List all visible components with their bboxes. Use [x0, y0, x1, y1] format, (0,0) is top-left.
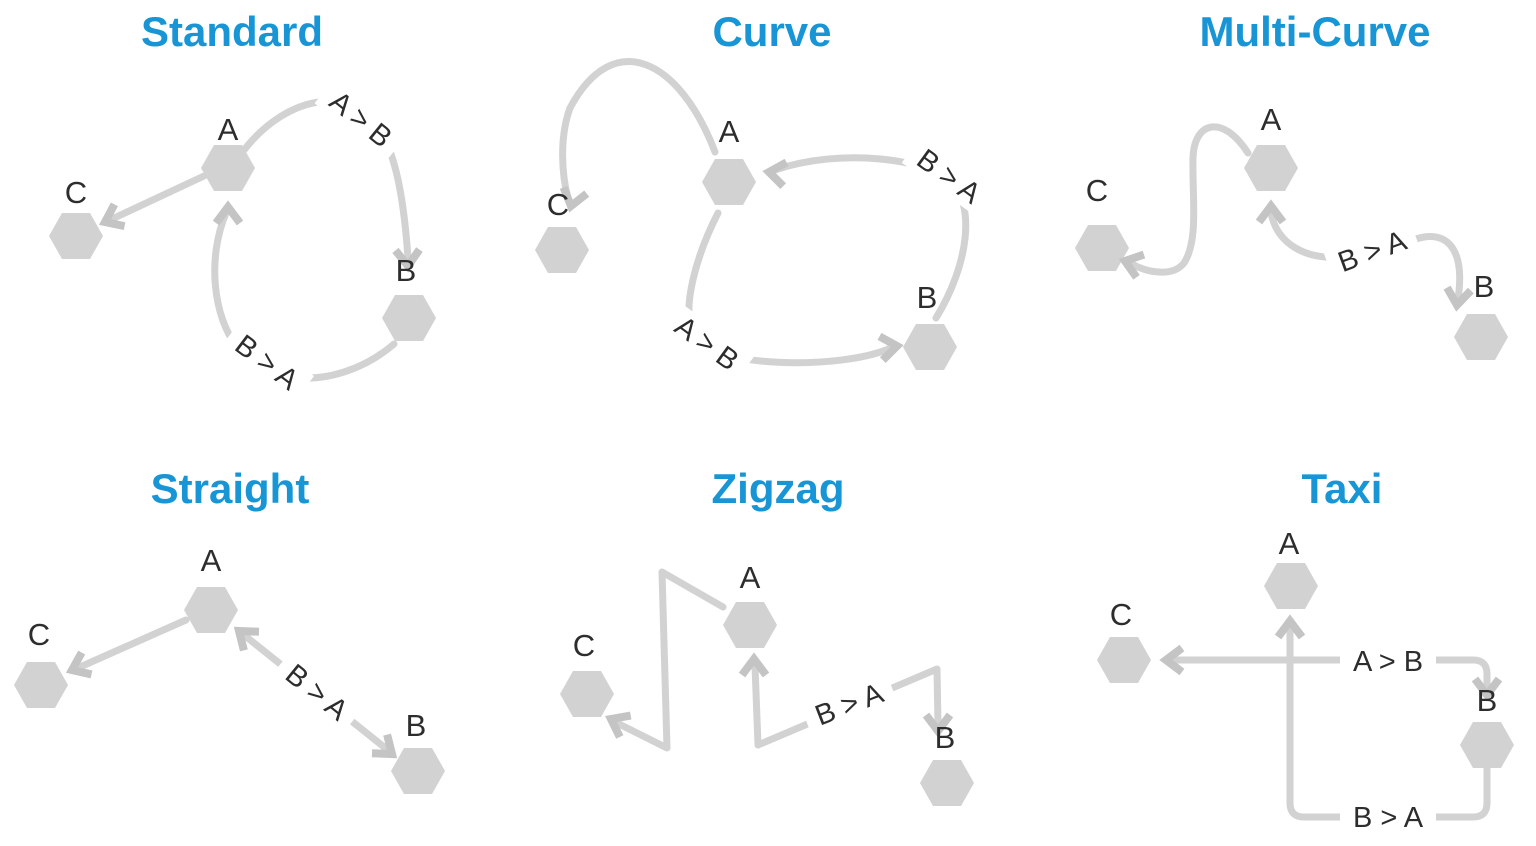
panel-taxi: A > B B > A A C B Taxi	[1024, 423, 1536, 846]
panel-title: Straight	[151, 465, 310, 512]
node-a-label: A	[1279, 526, 1300, 561]
node-a-hexagon	[1264, 563, 1318, 609]
edge-label-background	[659, 302, 755, 384]
node-a-label: A	[201, 543, 222, 578]
edge-label-background	[1340, 800, 1436, 832]
edge-label-background	[314, 76, 408, 162]
arrowhead-into-b	[1471, 676, 1503, 702]
edge-label-background	[901, 135, 997, 217]
arrowhead-into-c	[1118, 250, 1146, 280]
edge-label-b-to-a: B > A	[799, 671, 899, 737]
arrowhead-into-b	[877, 332, 904, 363]
arrowhead-into-b	[371, 733, 398, 759]
arrowhead-into-c	[1159, 644, 1185, 676]
panel-title: Multi-Curve	[1200, 8, 1431, 55]
panel-straight: B > A A C B Straight	[0, 423, 512, 846]
standard-graph: A > B B > A A C B Standard	[49, 8, 436, 404]
panel-curve: B > A A > B A C B Curve	[512, 0, 1024, 423]
edge-label-b-to-a: B > A	[270, 649, 364, 735]
panel-title: Standard	[141, 8, 323, 55]
node-b-hexagon	[903, 324, 957, 370]
node-b-hexagon	[1460, 722, 1514, 768]
node-b-label: B	[1477, 683, 1498, 718]
edge-label-a-to-b: A > B	[1340, 644, 1436, 678]
node-b-label: B	[1474, 269, 1495, 304]
node-c-hexagon	[14, 662, 68, 708]
edge-label-a-to-b: A > B	[314, 76, 408, 162]
node-c-hexagon	[49, 213, 103, 259]
edge-label-a-to-b: A > B	[659, 302, 755, 384]
edge-a-to-b	[1286, 656, 1491, 693]
arrowhead-into-c	[65, 650, 93, 679]
edge-label-a-to-b-text: A > B	[1353, 646, 1423, 678]
edge-label-b-to-a: B > A	[1340, 800, 1436, 834]
node-c-hexagon	[535, 227, 589, 273]
node-a-hexagon	[184, 587, 238, 633]
node-b-hexagon	[391, 748, 445, 794]
node-c-hexagon	[1097, 637, 1151, 683]
arrowhead-into-c	[559, 185, 590, 213]
edge-label-b-to-a-text: B > A	[1353, 802, 1424, 834]
taxi-graph: A > B B > A A C B Taxi	[1097, 465, 1514, 834]
node-a-label: A	[1261, 102, 1282, 137]
multi-curve-graph: B > A A C B Multi-Curve	[1075, 8, 1508, 360]
panel-zigzag: B > A A C B Zigzag	[512, 423, 1024, 846]
arrowhead-into-b	[922, 712, 954, 738]
arrowhead-into-a	[1274, 614, 1306, 640]
node-a-hexagon	[1244, 145, 1298, 191]
node-a-label: A	[719, 114, 740, 149]
arrowhead-into-a	[762, 158, 789, 189]
arrowhead-into-b	[1443, 285, 1474, 312]
node-c-label: C	[573, 628, 595, 663]
arrowhead-into-a	[1255, 199, 1287, 225]
node-a-hexagon	[723, 602, 777, 648]
node-c-label: C	[1086, 173, 1108, 208]
node-b-hexagon	[1454, 314, 1508, 360]
node-b-label: B	[917, 280, 938, 315]
arrowhead-into-c	[605, 711, 632, 739]
node-c-label: C	[1110, 597, 1132, 632]
panel-title: Curve	[712, 8, 831, 55]
edge-label-b-to-a: B > A	[220, 320, 314, 404]
straight-graph: B > A A C B Straight	[14, 465, 445, 794]
edge-label-b-to-a: B > A	[901, 135, 997, 217]
curve-graph: B > A A > B A C B Curve	[535, 8, 997, 384]
node-c-label: C	[65, 175, 87, 210]
node-a-hexagon	[201, 145, 255, 191]
panel-standard: A > B B > A A C B Standard	[0, 0, 512, 423]
node-b-label: B	[396, 253, 417, 288]
edge-a-to-c	[559, 58, 719, 202]
zigzag-graph: B > A A C B Zigzag	[560, 465, 974, 806]
node-b-hexagon	[382, 295, 436, 341]
node-b-hexagon	[920, 760, 974, 806]
edge-a-to-c	[615, 568, 727, 752]
node-a-label: A	[218, 112, 239, 147]
edge-label-background	[1340, 644, 1436, 676]
node-a-hexagon	[702, 159, 756, 205]
arrowhead-into-a	[738, 652, 770, 678]
edge-a-to-c	[108, 172, 208, 223]
panel-multi-curve: B > A A C B Multi-Curve	[1024, 0, 1536, 423]
edge-label-background	[220, 320, 314, 404]
node-a-label: A	[740, 560, 761, 595]
node-b-label: B	[935, 720, 956, 755]
node-c-hexagon	[1075, 225, 1129, 271]
panel-title: Taxi	[1302, 465, 1383, 512]
edge-a-to-c	[76, 616, 190, 671]
arrowhead-into-c	[98, 202, 126, 231]
edge-label-background	[1322, 219, 1422, 283]
node-b-label: B	[406, 708, 427, 743]
arrowhead-into-b	[392, 247, 423, 273]
edge-a-to-c	[1128, 123, 1252, 276]
arrowhead-into-a	[233, 626, 260, 652]
edge-label-b-to-a-text: B > A	[811, 677, 889, 732]
edge-label-background	[799, 671, 899, 737]
edge-label-background	[270, 649, 364, 735]
panel-title: Zigzag	[712, 465, 845, 512]
node-c-label: C	[28, 617, 50, 652]
node-c-label: C	[547, 187, 569, 222]
node-c-hexagon	[560, 671, 614, 717]
edge-label-b-to-a: B > A	[1322, 219, 1422, 283]
arrowhead-into-a	[212, 200, 244, 226]
